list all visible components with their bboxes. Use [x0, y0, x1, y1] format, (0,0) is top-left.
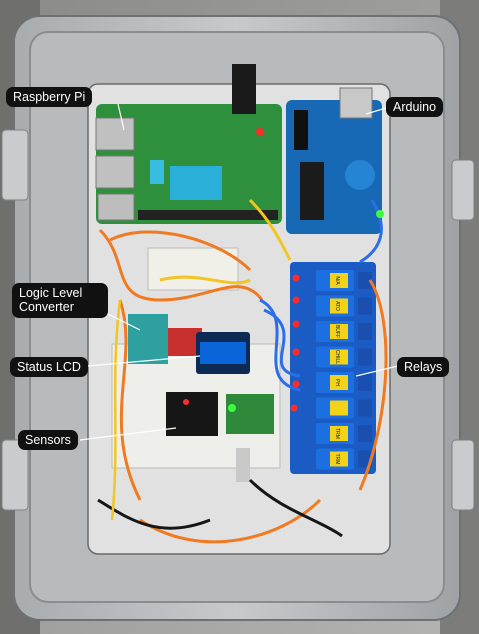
- relay-tag: [330, 273, 348, 288]
- relay-tag-label: CHILL: [334, 350, 340, 364]
- relay-tag: [330, 349, 348, 365]
- led-red-relay-5: [292, 380, 300, 388]
- relay-tag: [330, 400, 348, 416]
- led-red-relay-3: [292, 320, 300, 328]
- wire-orange-2: [109, 230, 252, 272]
- arduino-logo: [345, 160, 375, 190]
- relay-terminal: [358, 297, 372, 315]
- hinge-left-top: [1, 129, 29, 201]
- relay-tag-label: TRM: [334, 454, 340, 465]
- label-relays: Relays: [397, 357, 450, 378]
- sensor-board-2: [226, 394, 274, 434]
- latch-right-bottom: [451, 439, 475, 511]
- callout-line-relays: [355, 365, 399, 377]
- ethernet-port: [97, 193, 135, 221]
- relay-terminal: [358, 425, 372, 442]
- label-sensors: Sensors: [18, 430, 78, 451]
- wire-blue-2: [263, 308, 301, 378]
- callout-line-arduino: [365, 107, 387, 115]
- usb-port-2: [95, 155, 135, 189]
- label-raspberry-pi: Raspberry Pi: [6, 87, 93, 108]
- pi-heatsink: [170, 166, 222, 200]
- relay-modules: N/A ATO BUFF CHILL PH TRM TRM: [316, 270, 372, 470]
- label-logic-level-converter: Logic Level Converter: [12, 283, 108, 318]
- relay-tag-label: N/A: [334, 276, 340, 285]
- relay-tag: [330, 298, 348, 314]
- wire-orange-5: [358, 279, 388, 491]
- label-arduino: Arduino: [386, 97, 444, 118]
- wire-yellow-2: [110, 299, 122, 521]
- relay-terminal: [358, 348, 372, 366]
- wire-black-2: [248, 478, 343, 538]
- relay-board: [290, 262, 376, 474]
- hinge-left-bottom: [1, 439, 29, 511]
- relay-terminal: [358, 399, 372, 417]
- wire-orange-1: [98, 228, 264, 302]
- breadboard-top: [147, 247, 239, 291]
- led-green-sensor: [228, 404, 236, 412]
- arduino-chip: [300, 162, 324, 220]
- relay-tag: [330, 426, 348, 441]
- wire-yellow-3: [248, 198, 292, 261]
- relay-tag: [330, 451, 348, 467]
- relay-tag-label: TRM: [334, 428, 340, 439]
- relay-tag-label: PH: [334, 379, 340, 386]
- callout-line-raspberry-pi: [117, 103, 125, 131]
- relay-terminal: [358, 323, 372, 340]
- callout-line-status-lcd: [87, 355, 201, 367]
- led-red-sensor: [183, 399, 189, 405]
- led-red-relay-1: [292, 274, 300, 282]
- status-lcd-screen: [200, 342, 246, 364]
- led-red-pi: [256, 128, 264, 136]
- wire-blue-1: [259, 298, 301, 392]
- led-red-relay-4: [292, 348, 300, 356]
- led-red-relay-2: [292, 296, 300, 304]
- arduino-header: [294, 110, 308, 150]
- usb-port-1: [95, 117, 135, 151]
- wire-yellow-1: [159, 275, 251, 285]
- raspberry-pi-board: [96, 104, 282, 224]
- label-status-lcd: Status LCD: [10, 357, 88, 378]
- relay-tag-label: ATO: [334, 301, 340, 311]
- led-red-relay-6: [290, 404, 298, 412]
- led-green-arduino: [376, 210, 384, 218]
- callout-line-sensors: [79, 427, 177, 441]
- wire-blue-3: [359, 199, 383, 264]
- usb-c-cable: [232, 64, 256, 114]
- wire-black-1: [97, 498, 211, 530]
- relay-terminal: [358, 272, 372, 289]
- sensor-probe-connector: [236, 448, 250, 482]
- wire-orange-4: [139, 498, 322, 544]
- pi-gpio-header: [138, 210, 278, 220]
- arduino-usb-port: [339, 87, 373, 119]
- relay-terminal: [358, 374, 372, 391]
- sensor-board-1: [166, 392, 218, 436]
- logic-level-converter-board: [128, 314, 168, 364]
- relay-tag-label: BUFF: [334, 325, 340, 338]
- latch-right-top: [451, 159, 475, 221]
- pi-heatsink-small: [150, 160, 164, 184]
- relay-tag: [330, 375, 348, 390]
- relay-tag: [330, 324, 348, 339]
